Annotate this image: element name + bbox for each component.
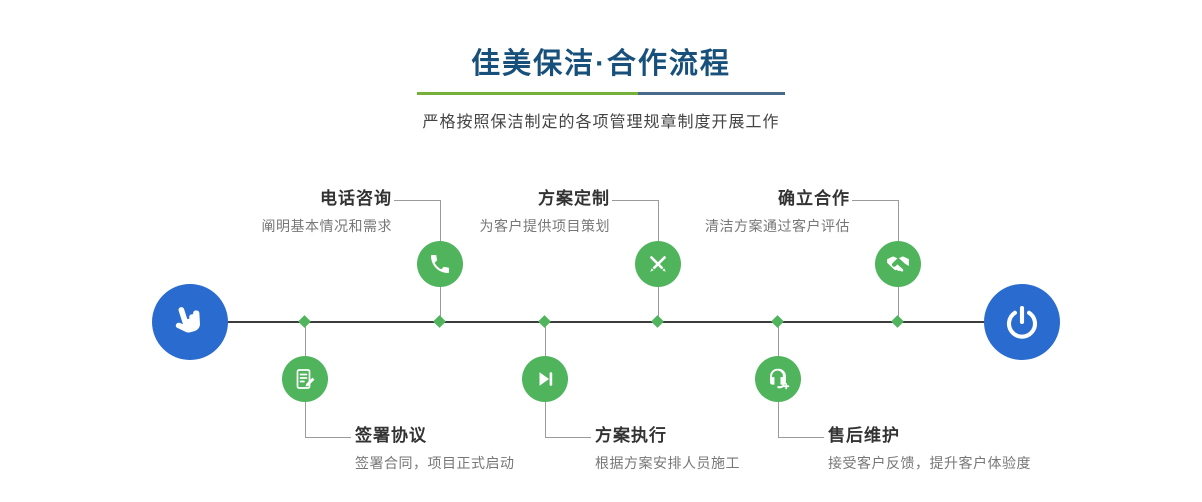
connector-line <box>394 200 440 201</box>
step-desc: 为客户提供项目策划 <box>479 218 610 234</box>
step-desc: 阐明基本情况和需求 <box>261 218 392 234</box>
timeline-end-badge <box>984 284 1060 360</box>
power-icon <box>1007 306 1037 339</box>
connector-line <box>545 437 591 438</box>
step-desc: 接受客户反馈，提升客户体验度 <box>828 455 1031 471</box>
step-node-contract <box>282 356 328 402</box>
step-title: 方案定制 <box>538 189 610 208</box>
step-sign-agreement: 签署协议 签署合同，项目正式启动 <box>355 426 515 472</box>
step-desc: 清洁方案通过客户评估 <box>705 218 850 234</box>
step-node-execute <box>522 356 568 402</box>
step-node-design <box>635 241 681 287</box>
divider-blue-segment <box>637 92 785 95</box>
step-after-sales: 售后维护 接受客户反馈，提升客户体验度 <box>828 426 1031 472</box>
contract-icon <box>296 369 315 389</box>
step-title: 确立合作 <box>778 189 850 208</box>
step-phone-consult: 电话咨询 阐明基本情况和需求 <box>262 189 393 235</box>
step-title: 售后维护 <box>828 426 900 445</box>
hand-pointer-icon <box>175 307 200 333</box>
step-title: 方案执行 <box>595 426 667 445</box>
timeline-marker <box>651 315 664 328</box>
step-desc: 根据方案安排人员施工 <box>595 455 740 471</box>
page-title: 佳美保洁·合作流程 <box>471 48 731 80</box>
execute-icon <box>539 372 553 386</box>
step-plan-custom: 方案定制 为客户提供项目策划 <box>480 189 611 235</box>
phone-icon <box>431 255 449 273</box>
step-plan-execute: 方案执行 根据方案安排人员施工 <box>595 426 740 472</box>
page-subtitle: 严格按照保洁制定的各项管理规章制度开展工作 <box>422 114 780 131</box>
connector-line <box>852 200 898 201</box>
timeline-start-badge <box>152 284 228 360</box>
step-establish-coop: 确立合作 清洁方案通过客户评估 <box>705 189 850 235</box>
timeline-marker <box>771 315 784 328</box>
step-node-support <box>755 356 801 402</box>
title-divider <box>417 92 785 95</box>
timeline-marker <box>538 315 551 328</box>
timeline-line <box>190 321 1022 323</box>
connector-line <box>778 437 824 438</box>
timeline-marker <box>891 315 904 328</box>
step-desc: 签署合同，项目正式启动 <box>355 455 515 471</box>
support-icon <box>770 368 790 390</box>
design-icon <box>650 256 666 272</box>
divider-green-segment <box>417 92 638 95</box>
step-title: 签署协议 <box>355 426 427 445</box>
timeline-marker <box>433 315 446 328</box>
timeline-marker <box>298 315 311 328</box>
handshake-icon <box>887 256 909 272</box>
connector-line <box>305 437 351 438</box>
step-title: 电话咨询 <box>320 189 392 208</box>
connector-line <box>612 200 658 201</box>
step-node-phone <box>417 241 463 287</box>
step-node-handshake <box>875 241 921 287</box>
